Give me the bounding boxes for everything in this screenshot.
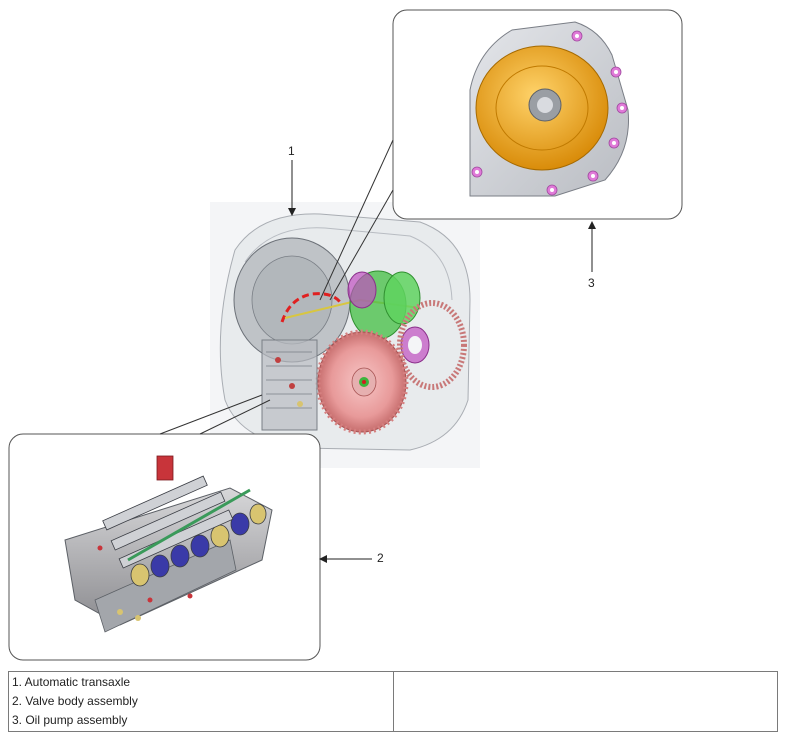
legend-cell-empty [393, 671, 778, 732]
clutch-drum [315, 329, 409, 435]
transaxle-illustration [210, 202, 480, 468]
pump-leader-line-b [329, 189, 394, 301]
legend-item-transaxle: 1. Automatic transaxle [12, 675, 131, 689]
valve-leader-line-b [199, 399, 271, 435]
legend-item-oil-pump: 3. Oil pump assembly [12, 713, 128, 727]
valve-leader-line-a [159, 394, 263, 435]
solenoid-row [130, 503, 267, 587]
legend-row: 1. Automatic transaxle 2. Valve body ass… [8, 671, 778, 732]
legend-cell-items: 1. Automatic transaxle 2. Valve body ass… [8, 671, 394, 732]
legend-table: 1. Automatic transaxle 2. Valve body ass… [8, 671, 778, 732]
valve-body-callout [8, 433, 321, 661]
legend-item-valve-body: 2. Valve body assembly [12, 694, 138, 708]
oil-pump-callout [392, 9, 683, 220]
pump-leader-line-a [319, 139, 394, 301]
callout-number-3: 3 [588, 276, 595, 290]
callout-number-2: 2 [377, 551, 384, 565]
callout-number-1: 1 [288, 144, 295, 158]
